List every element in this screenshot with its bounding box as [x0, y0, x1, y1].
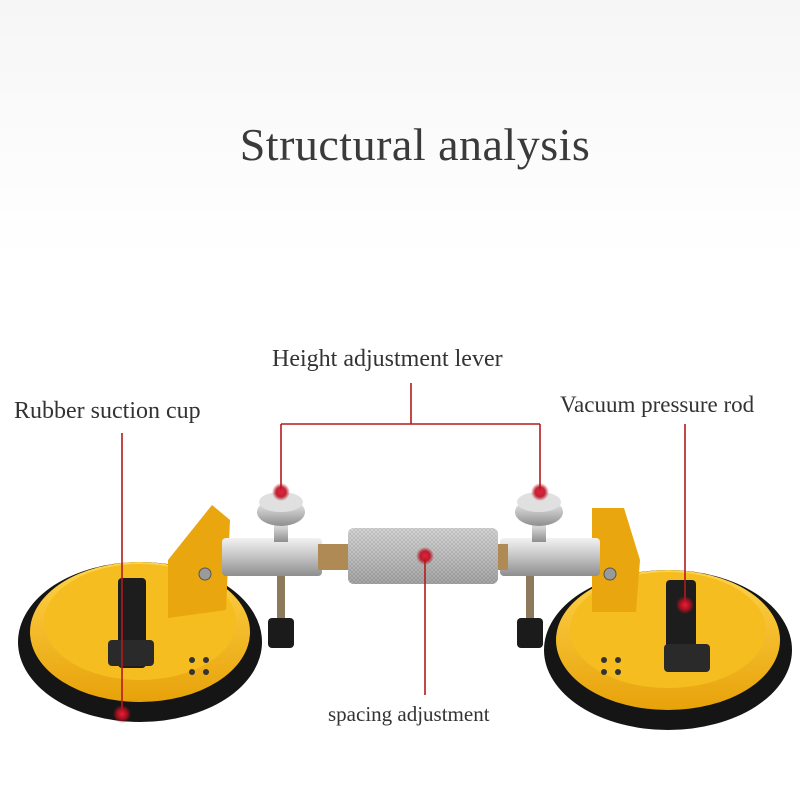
- label-spacing-adjustment: spacing adjustment: [328, 702, 490, 726]
- label-height-adjustment-lever: Height adjustment lever: [272, 346, 503, 372]
- left-height-knob: [257, 492, 305, 542]
- page-title: Structural analysis: [239, 119, 591, 170]
- rubber-cup-marker: [113, 705, 131, 723]
- height-lever-left-marker: [272, 483, 290, 501]
- left-suction-cup: [18, 505, 262, 722]
- right-suction-cup: [544, 508, 792, 730]
- right-height-screw: [526, 565, 534, 625]
- label-vacuum-pressure-rod: Vacuum pressure rod: [560, 392, 755, 417]
- callout-lines: [121, 383, 686, 712]
- left-foot: [268, 618, 294, 648]
- left-height-screw: [277, 565, 285, 625]
- label-rubber-suction-cup: Rubber suction cup: [14, 398, 201, 424]
- right-height-knob: [515, 492, 563, 542]
- left-bracket: [168, 505, 230, 618]
- height-lever-right-marker: [531, 483, 549, 501]
- spacing-marker: [416, 547, 434, 565]
- right-foot: [517, 618, 543, 648]
- right-bracket: [592, 508, 640, 612]
- vacuum-rod-marker: [676, 596, 694, 614]
